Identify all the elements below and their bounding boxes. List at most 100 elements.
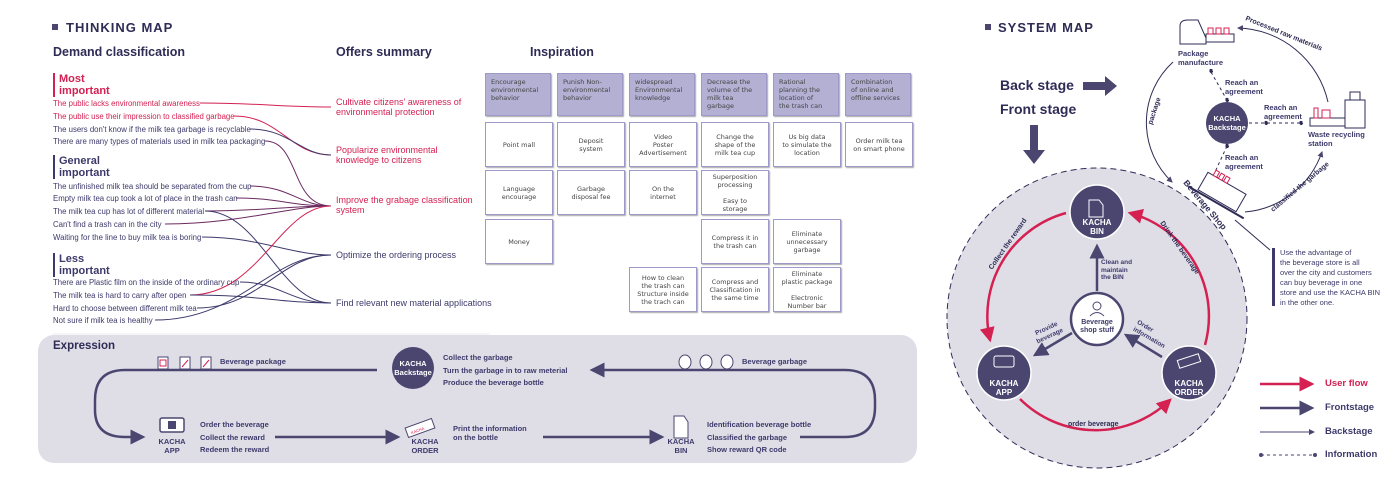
arrow-package: [1145, 61, 1174, 183]
link: [154, 254, 332, 321]
thinking-map-title: THINKING MAP: [66, 20, 174, 35]
demand-item: Can't find a trash can in the city: [53, 220, 162, 229]
arrow-classified-garbage: [1244, 151, 1324, 213]
inspiration-header-note: widespread Environmental knowledge: [629, 73, 695, 116]
beverage-garbage-label: Beverage garbage: [742, 357, 808, 366]
shop-stuff-node: [1069, 291, 1125, 347]
inspiration-header-note: Decrease the volume of the milk tea garb…: [701, 73, 767, 116]
inspiration-note: Order milk tea on smart phone: [845, 122, 913, 167]
inspiration-header-note: Punish Non- environmental behavior: [557, 73, 623, 116]
offer-item: Find relevant new material applications: [336, 298, 492, 308]
front-stage-arrow: [1023, 125, 1045, 164]
arrow-order-beverage: [1019, 398, 1172, 432]
importance-level: General important: [53, 155, 110, 179]
processed-raw-label: Processed raw materials: [1244, 15, 1323, 52]
backstage-actions: Collect the garbage Turn the garbage in …: [443, 353, 568, 387]
inspiration-note: How to clean the trash can Structure ins…: [629, 267, 697, 312]
person-icon: [1089, 301, 1105, 317]
bin-actions: Identification beverage bottle Classifie…: [707, 420, 812, 454]
inspiration-note: On the internet: [629, 170, 697, 215]
thinking-map-square-icon: [52, 24, 58, 30]
kacha-app-node: [976, 345, 1032, 401]
inspiration-header-note: Rational planning the location of the tr…: [773, 73, 839, 116]
order-label: KACHA ORDER: [411, 437, 439, 455]
demand-item: Not sure if milk tea is healthy: [53, 316, 153, 325]
classified-garbage-label: classified the garbage: [1270, 161, 1331, 214]
link: [249, 128, 332, 156]
expression-title: Expression: [53, 340, 115, 352]
bin-icon: [673, 415, 689, 439]
inspiration-note: Video Poster Advertisement: [629, 122, 697, 167]
shop-note-bar: [1272, 248, 1275, 306]
arrow-collect-reward: [979, 211, 1067, 343]
arrow-processed-raw: [1237, 25, 1329, 103]
inspiration-note: Deposit system: [557, 122, 625, 167]
recycling-station-icon: [1309, 91, 1366, 129]
demand-item: The public use their impression to class…: [53, 112, 235, 121]
offer-item: Cultivate citizens' awareness of environ…: [336, 97, 462, 117]
package-manufacture-label: Package manufacture: [1178, 49, 1224, 67]
shop-advantage-note: Use the advantage of the beverage store …: [1280, 248, 1381, 307]
inspiration-note: Compress and Classification in the same …: [701, 267, 769, 312]
svg-text:KACHA: KACHA: [410, 426, 425, 436]
demand-classification-heading: Demand classification: [53, 45, 185, 59]
kacha-order-node: [1161, 345, 1217, 401]
link: [189, 205, 332, 296]
demand-item: The milk tea cup has lot of different ma…: [53, 207, 205, 216]
kacha-bin-node: [1069, 184, 1125, 240]
kacha-backstage-node: [392, 347, 434, 389]
kacha-backstage-system-node: [1206, 102, 1248, 144]
inspiration-note: Eliminate unnecessary garbage: [773, 219, 841, 264]
app-node-phone-icon: [993, 355, 1015, 368]
demand-item: The users don't know if the milk tea gar…: [53, 125, 251, 134]
order-actions: Print the information on the bottle: [453, 424, 527, 442]
back-stage-arrow: [1083, 76, 1117, 96]
shop-stuff-label: Beverage shop stuff: [1080, 319, 1114, 334]
kacha-backstage-label: KACHA Backstage: [1208, 114, 1246, 132]
legend-backstage: Backstage: [1325, 426, 1373, 437]
flow-arrow-package: [93, 368, 377, 445]
inspiration-note: Money: [485, 219, 553, 264]
bin-label: KACHA BIN: [667, 437, 695, 455]
beverage-shop-icon: [1187, 169, 1247, 220]
demand-item: The public lacks environmental awareness: [53, 99, 200, 108]
agreement-label-bottom: Reach an agreement: [1225, 153, 1263, 171]
legend-information: Information: [1325, 449, 1378, 460]
garbage-bag-icons: [678, 354, 734, 370]
app-actions: Order the beverage Collect the reward Re…: [200, 420, 270, 454]
inspiration-note: Eliminate plastic package Electronic Num…: [773, 267, 841, 312]
inspiration-note: Garbage disposal fee: [557, 170, 625, 215]
app-label: KACHA APP: [158, 437, 186, 455]
system-map-title: SYSTEM MAP: [998, 20, 1094, 35]
legend-lines: [1259, 376, 1317, 457]
expression-panel: [38, 335, 917, 463]
link: [164, 205, 332, 225]
package-factory-icon: [1179, 19, 1235, 45]
agreement-label-right: Reach an agreement: [1264, 103, 1302, 121]
shop-note-leader: [1234, 219, 1271, 251]
order-printer-icon: KACHA: [404, 417, 436, 439]
kacha-bin-label: KACHA BIN: [1082, 218, 1112, 236]
link: [201, 236, 332, 256]
link: [239, 281, 332, 304]
clean-bin-label: Clean and maintain the BIN: [1101, 259, 1133, 281]
frontstage-arrows: [1032, 243, 1163, 359]
order-node-ticket-icon: [1176, 353, 1202, 369]
demand-item: There are many types of materials used i…: [53, 137, 266, 146]
importance-level: Most important: [53, 73, 110, 97]
inspiration-note: Superposition processing Easy to storage: [701, 170, 769, 215]
offer-item: Optimize the ordering process: [336, 250, 457, 260]
bin-node-icon: [1088, 199, 1104, 218]
system-map-square-icon: [985, 24, 991, 30]
link: [204, 210, 332, 304]
agreement-label-top: Reach an agreement: [1225, 78, 1263, 96]
demand-item: Waiting for the line to buy milk tea is …: [53, 233, 202, 242]
demand-item: Empty milk tea cup took a lot of place i…: [53, 194, 238, 203]
offer-item: Popularize environmental knowledge to ci…: [336, 145, 438, 165]
kacha-app-label: KACHA APP: [989, 379, 1019, 397]
app-phone-icon: [159, 417, 185, 433]
inspiration-header-note: Encourage environmental behavior: [485, 73, 551, 116]
inspiration-header-note: Combination of online and offline servic…: [845, 73, 911, 116]
inspiration-note: Us big data to simulate the location: [773, 122, 841, 167]
